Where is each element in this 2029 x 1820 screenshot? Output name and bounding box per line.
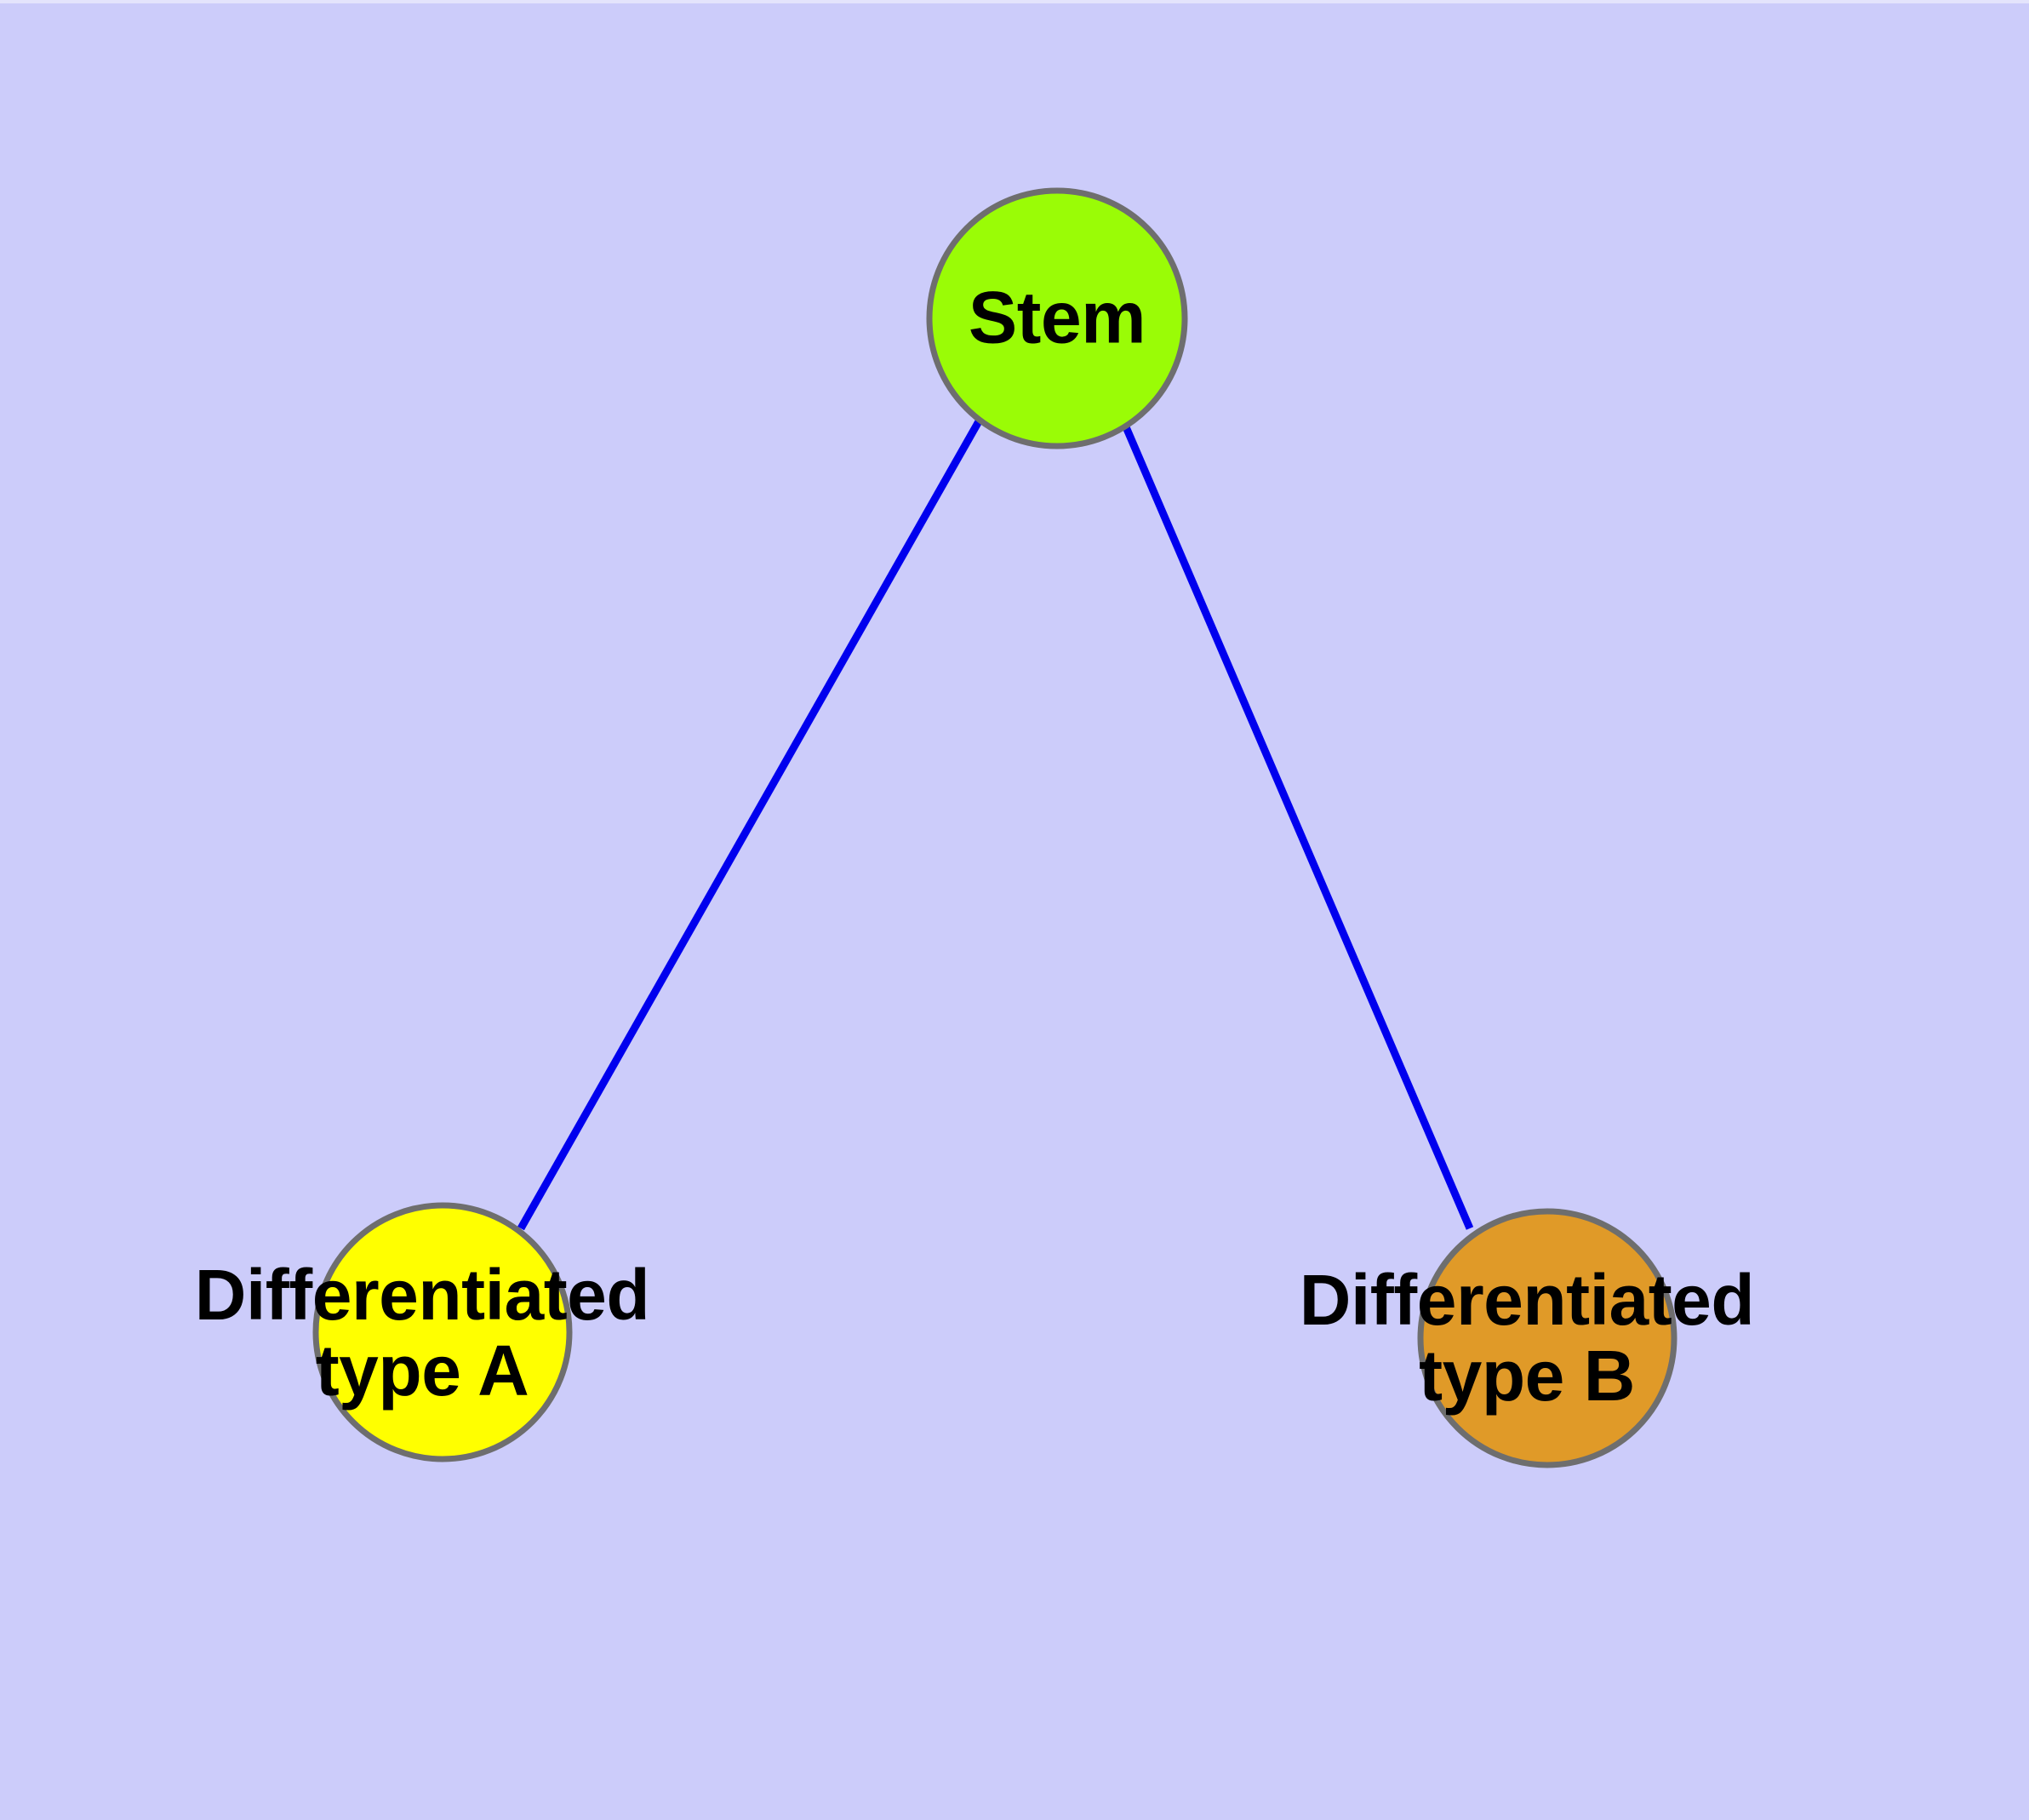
top-edge-strip: [0, 0, 2029, 3]
node-circle-stem[interactable]: [926, 187, 1188, 449]
nodes-layer: [312, 187, 1677, 1468]
edge-stem-to-diff-a[interactable]: [517, 419, 982, 1231]
edge-stem-to-diff-b[interactable]: [1117, 415, 1474, 1230]
node-circle-diff-a[interactable]: [312, 1202, 573, 1462]
node-circle-diff-b[interactable]: [1417, 1208, 1677, 1468]
edges-layer: [517, 415, 1474, 1231]
